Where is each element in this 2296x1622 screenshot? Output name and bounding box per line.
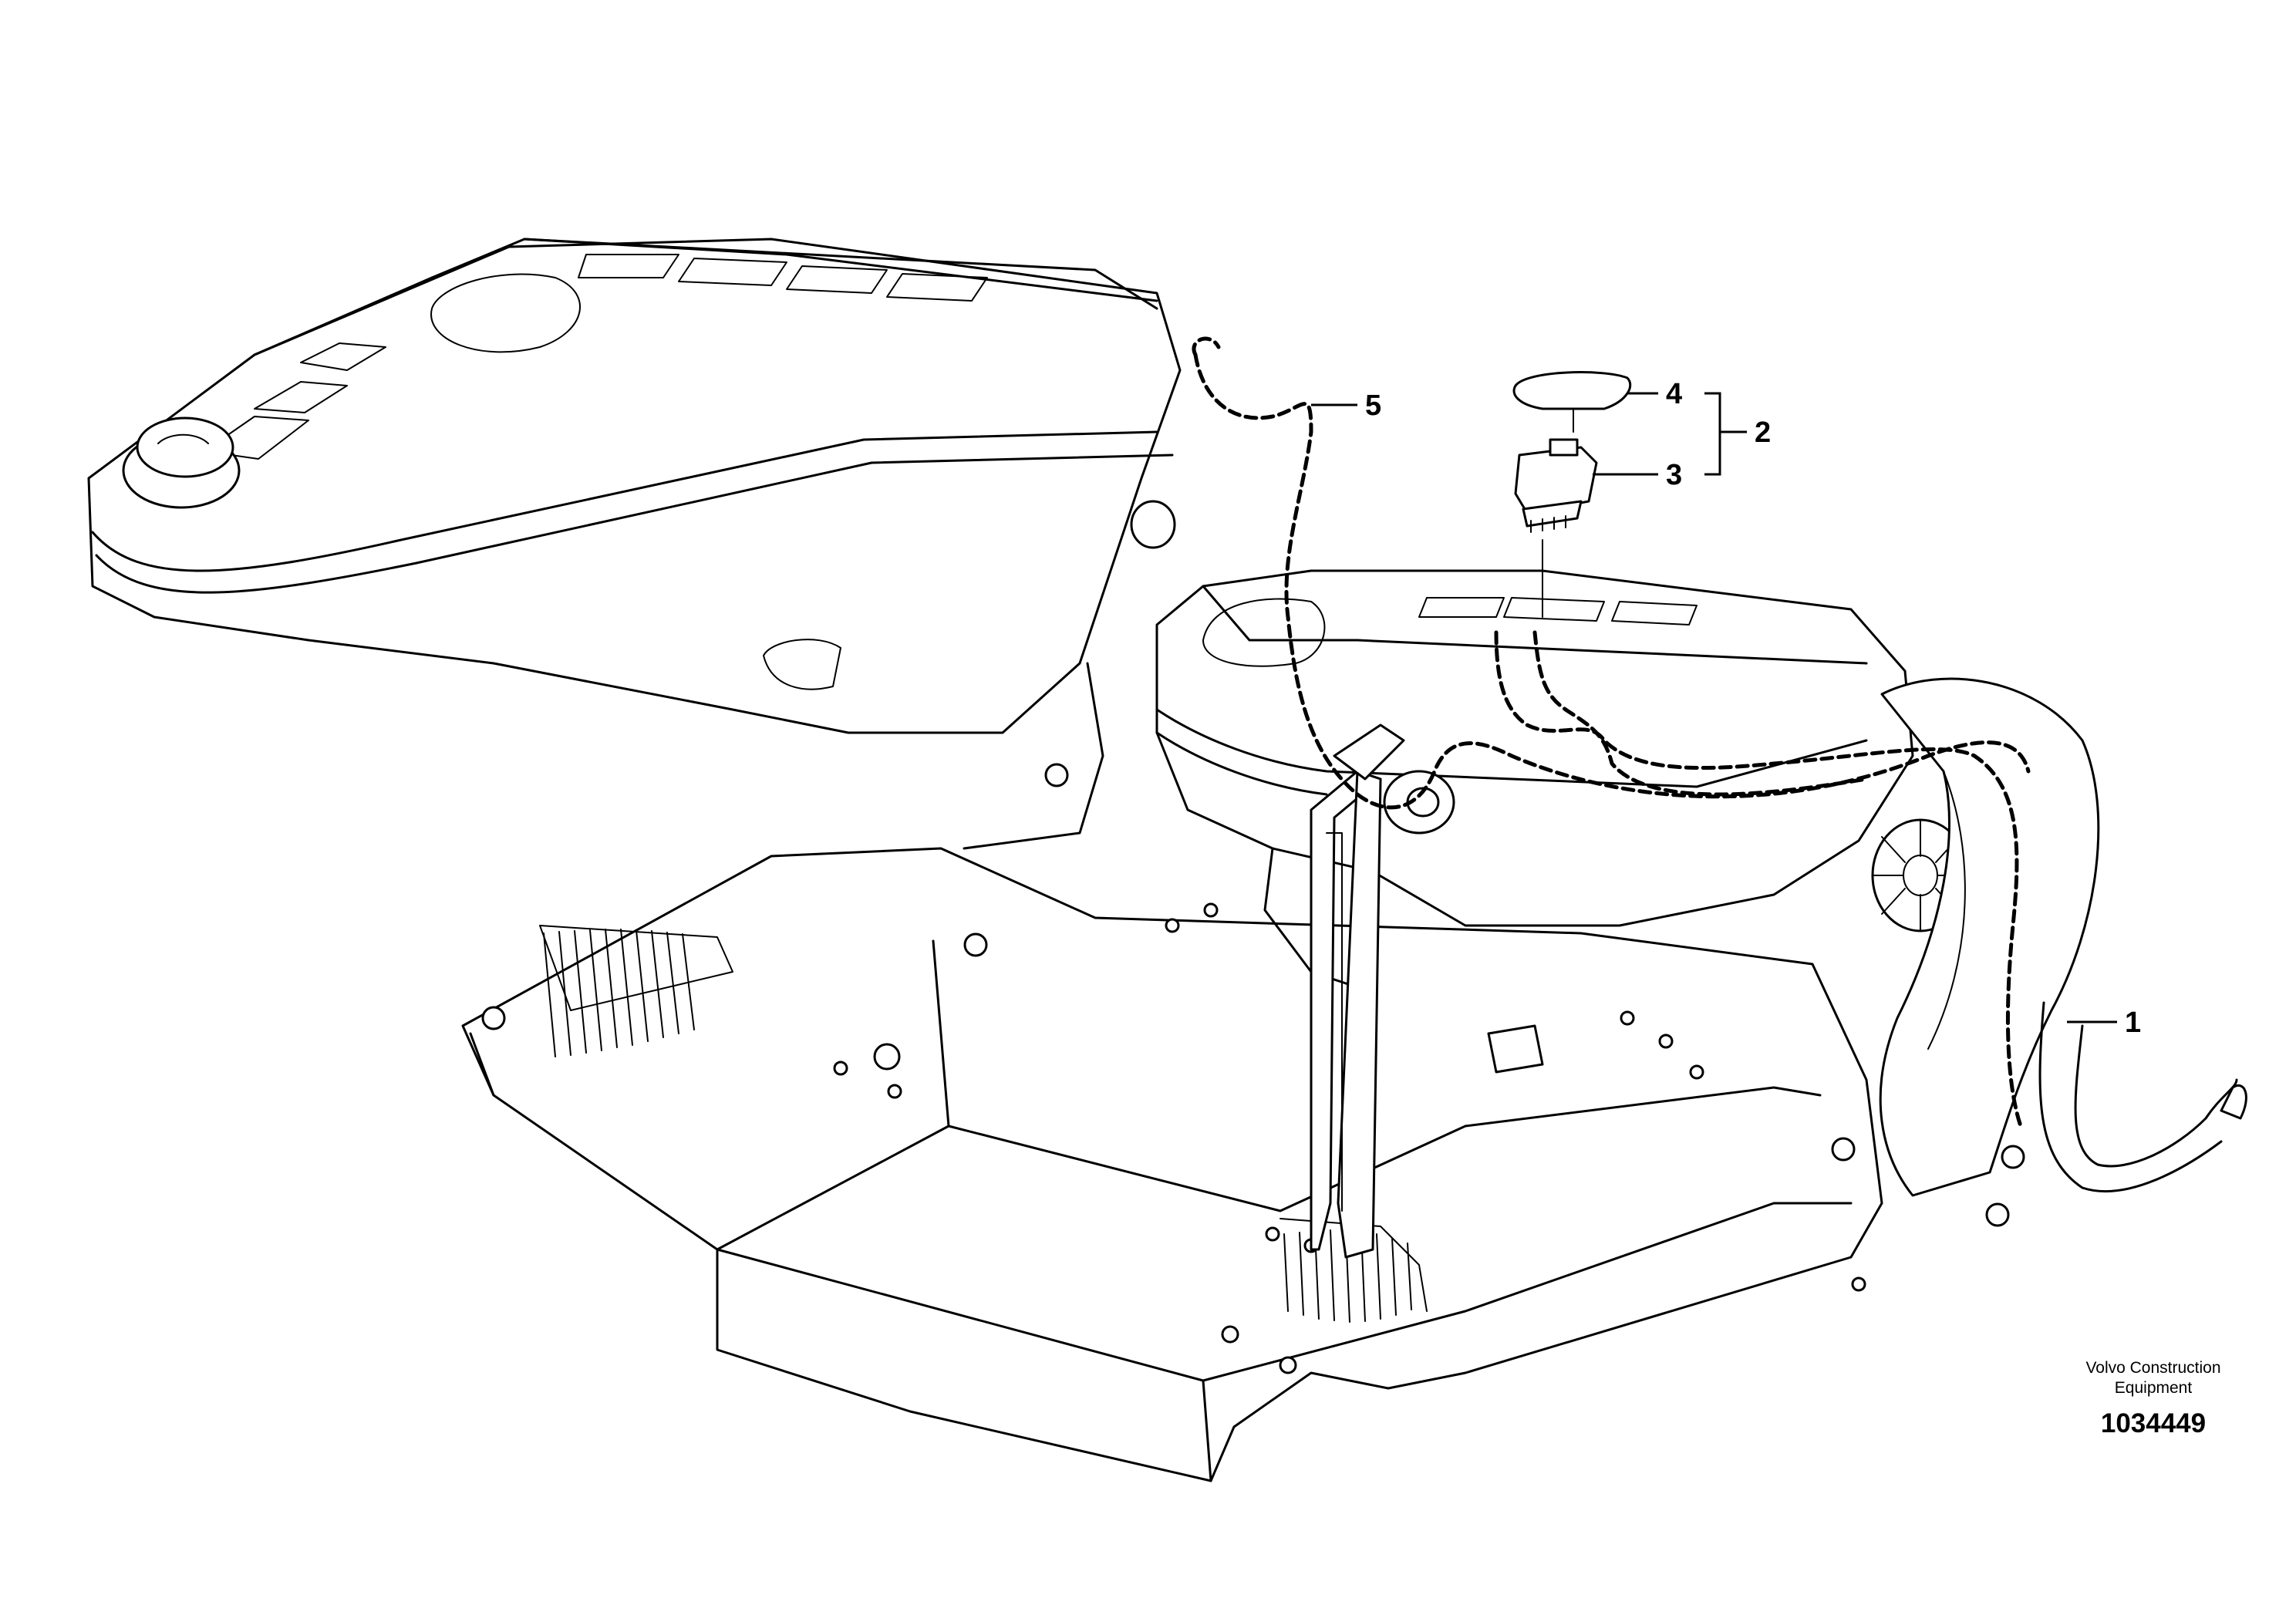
callout-4: 4	[1666, 378, 1682, 410]
figure-number: 1034449	[2101, 1408, 2206, 1438]
lever-pivot	[1333, 723, 1455, 835]
callout-3: 3	[1666, 459, 1682, 491]
duct	[1879, 677, 2100, 1197]
control-lever	[1310, 723, 1455, 1259]
harness-1	[1494, 630, 2247, 1192]
switch-cover	[1512, 371, 1632, 433]
grille-left	[539, 925, 733, 1057]
rocker-switch	[1514, 438, 1598, 618]
floor-plate	[461, 763, 2025, 1482]
switch-assembly	[1512, 371, 1632, 618]
rotary-knob	[122, 416, 241, 509]
callout-5: 5	[1365, 389, 1381, 422]
left-console	[87, 238, 1182, 850]
grille-front	[1279, 1218, 1428, 1323]
callout-1: 1	[2125, 1007, 2141, 1039]
credit-line-2: Equipment	[2115, 1379, 2193, 1397]
bolt-heads	[481, 763, 2025, 1374]
leader-lines	[1311, 392, 2117, 1023]
callout-2: 2	[1755, 416, 1771, 449]
credit-line-1: Volvo Construction	[2085, 1359, 2220, 1377]
